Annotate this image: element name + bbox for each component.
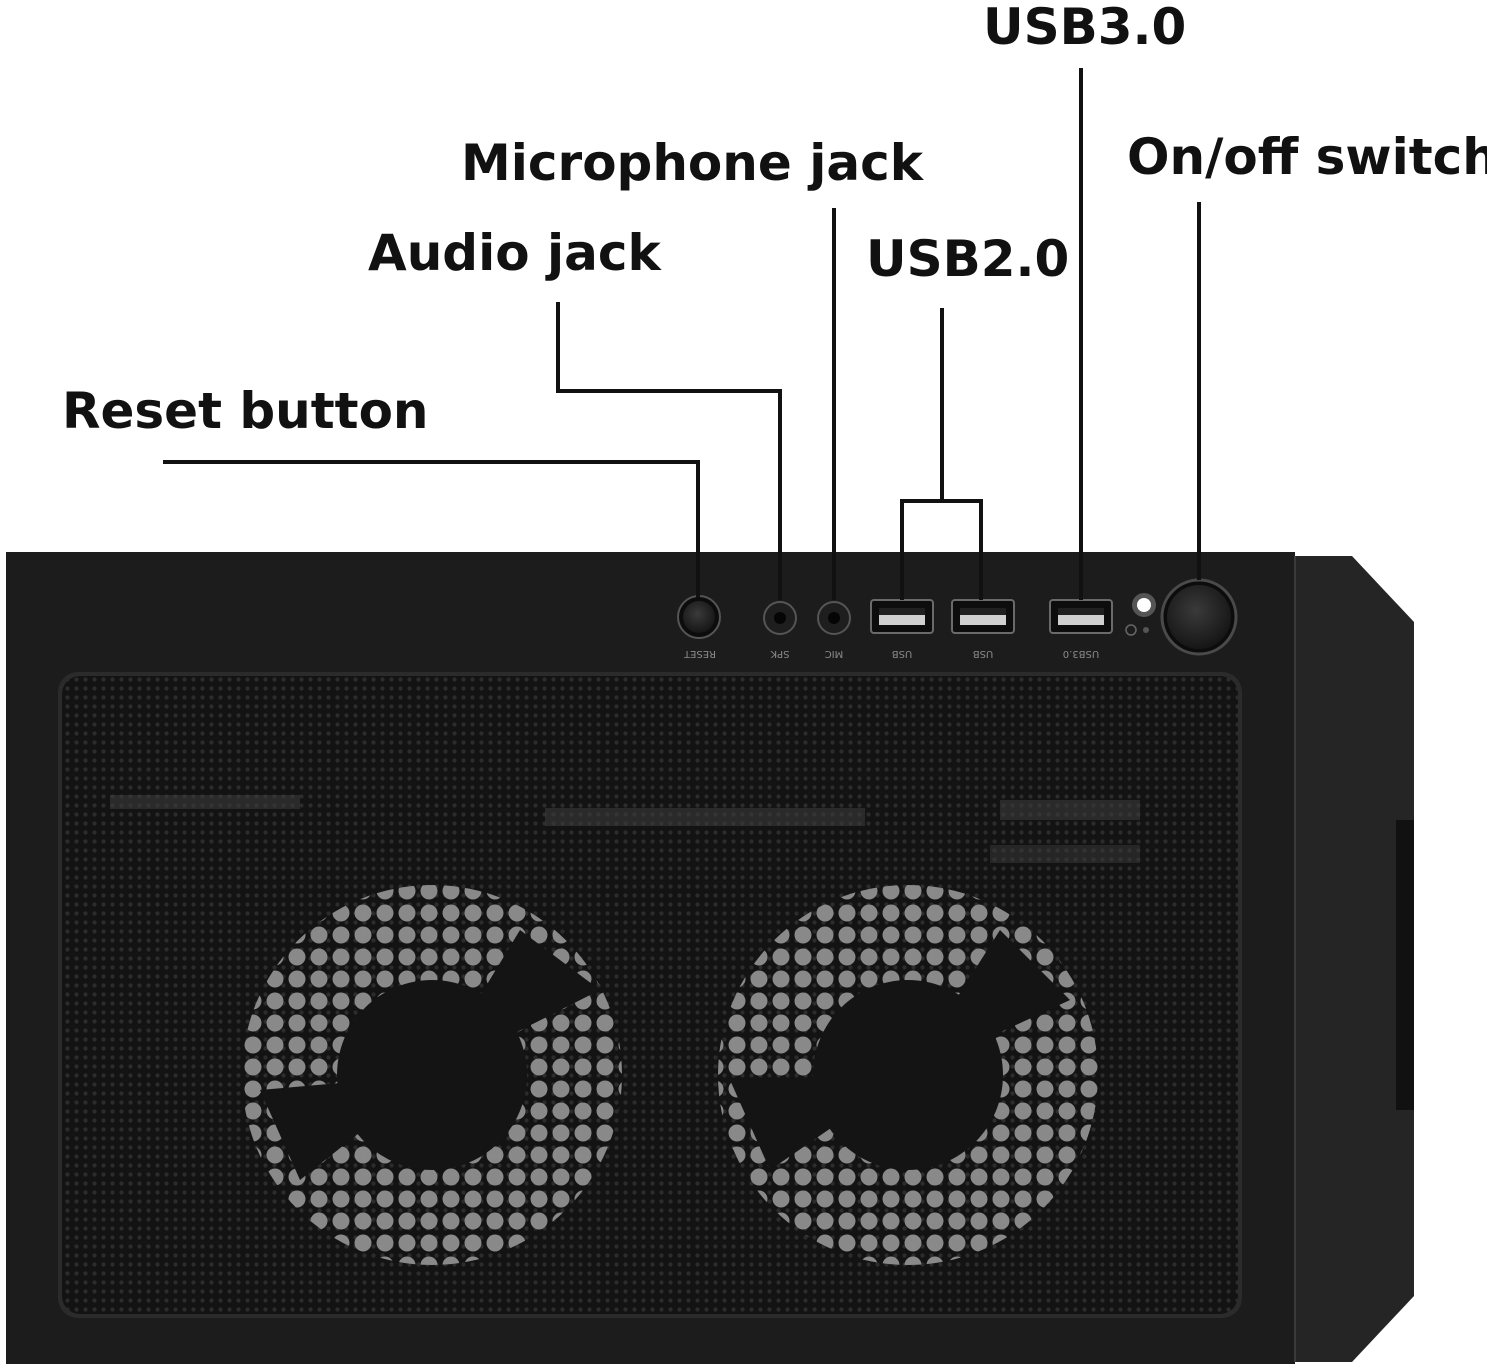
microphone-jack[interactable]: [817, 601, 851, 635]
power-switch[interactable]: [1160, 578, 1238, 656]
power-led-icon: [1132, 593, 1156, 617]
microphone-jack-label: Microphone jack: [461, 134, 923, 192]
hdd-led-icon: [1125, 624, 1149, 636]
usb-port-text-1: USB: [892, 648, 913, 659]
audio-jack[interactable]: [763, 601, 797, 635]
mesh-front-panel: [58, 672, 1242, 1318]
leader-usb2-bracket: [900, 499, 983, 600]
usb3-label: USB3.0: [983, 0, 1187, 56]
leader-reset: [163, 460, 700, 598]
audio-jack-label: Audio jack: [368, 224, 661, 282]
leader-audio: [556, 302, 782, 600]
fan-right: [718, 885, 1098, 1265]
fan-left: [242, 885, 622, 1265]
usb3-port[interactable]: [1049, 599, 1113, 634]
reset-button[interactable]: [677, 595, 721, 639]
mic-port-text: MIC: [825, 648, 844, 659]
leader-lines: [163, 68, 1201, 600]
usb-port-text-2: USB: [973, 648, 994, 659]
usb2-port-2[interactable]: [951, 599, 1015, 634]
onoff-switch-label: On/off switch: [1127, 128, 1487, 186]
reset-port-text: RESET: [683, 648, 716, 659]
spk-port-text: SPK: [770, 648, 789, 659]
usb3-port-text: USB3.0: [1063, 648, 1099, 659]
reset-button-label: Reset button: [62, 382, 429, 440]
usb2-label: USB2.0: [866, 230, 1070, 288]
usb2-port-1[interactable]: [870, 599, 934, 634]
